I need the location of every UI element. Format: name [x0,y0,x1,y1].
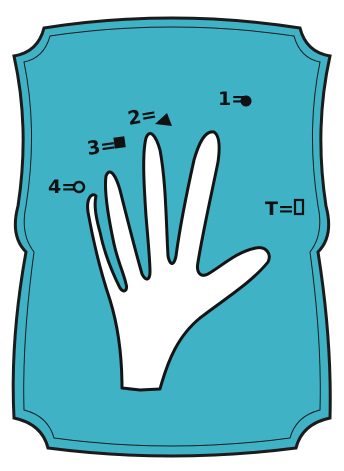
filled-square-icon [113,136,125,148]
scalloped-frame [13,18,330,456]
finger-4-label: 4= [48,176,77,198]
thumb-label: T= [265,198,294,220]
filled-circle-icon [241,96,252,107]
finger-3-label: 3= [86,134,118,160]
